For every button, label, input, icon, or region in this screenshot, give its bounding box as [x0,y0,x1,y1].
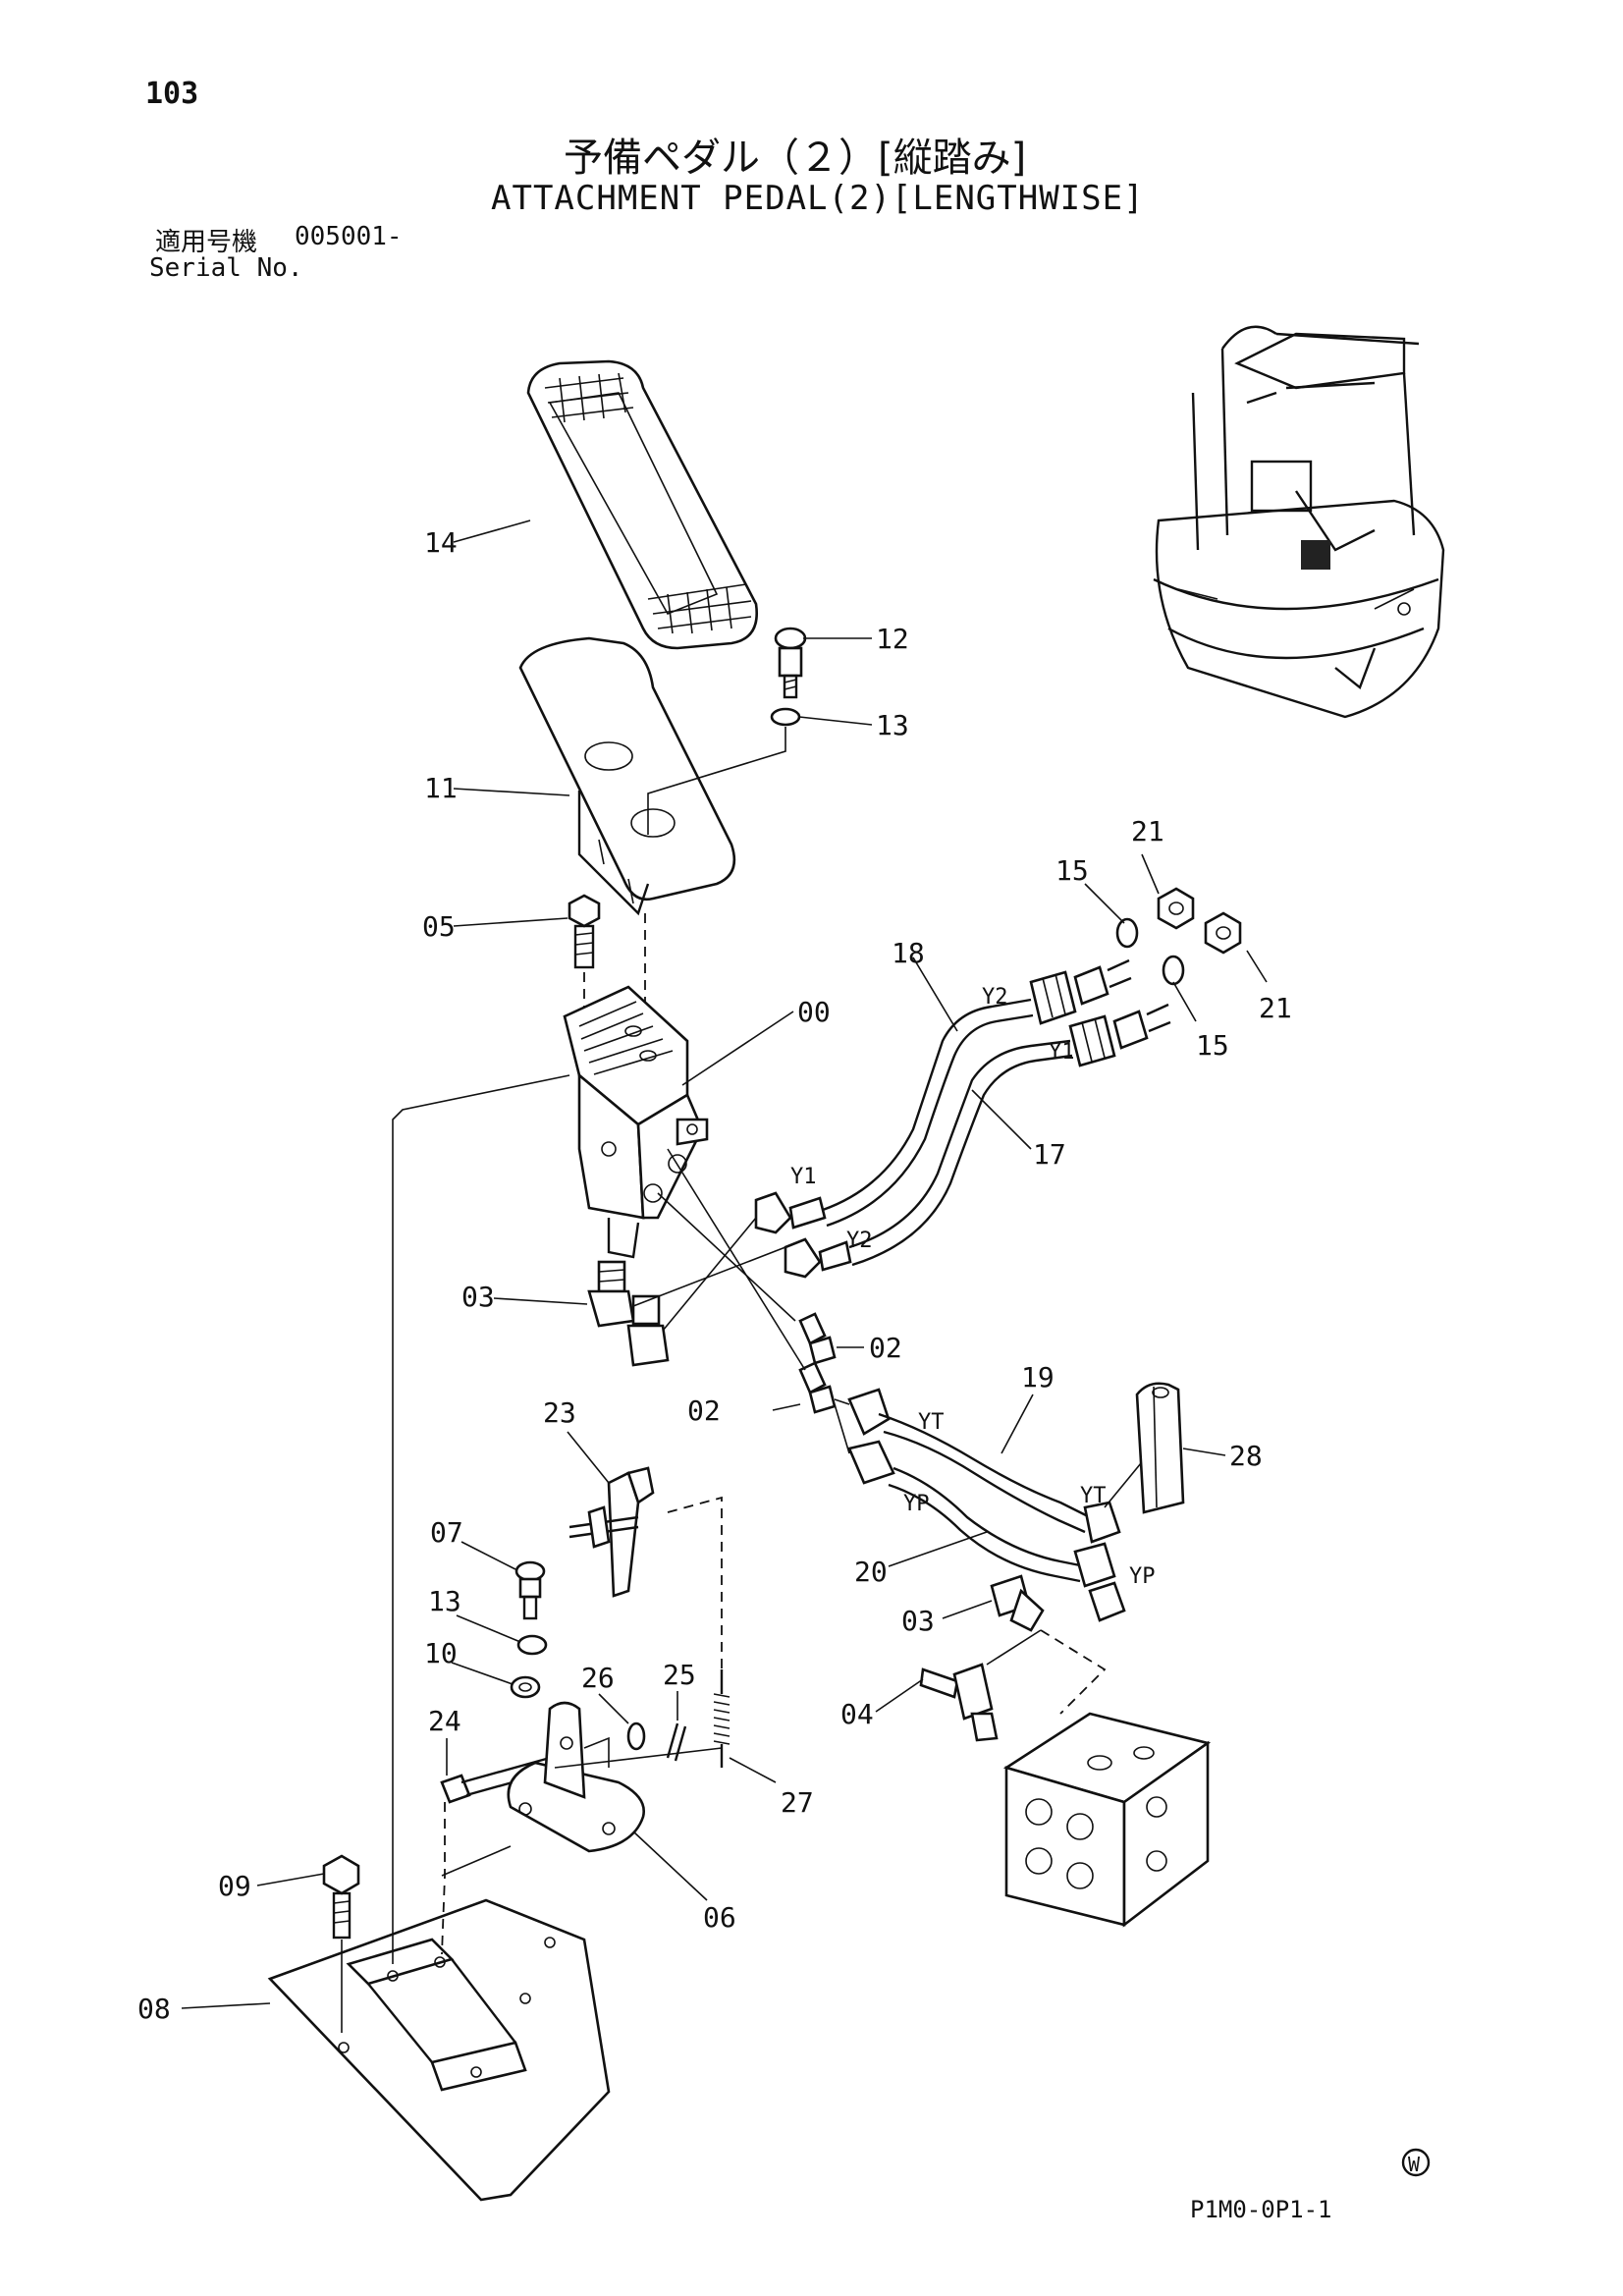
port-label-yt-upper: YT [918,1410,945,1435]
callout-02-lower: 02 [687,1394,721,1427]
callout-27: 27 [781,1786,814,1819]
page-number: 103 [145,77,199,111]
callout-15-lower: 15 [1196,1029,1229,1062]
part-09-bolt [322,1854,360,1940]
part-10-washer [510,1675,541,1699]
callout-04: 04 [840,1698,874,1730]
callout-24: 24 [428,1705,461,1737]
callout-13-upper: 13 [876,709,909,741]
part-03-elbow-upper [587,1260,670,1367]
callout-05: 05 [422,910,456,943]
part-13-washer-upper [770,707,801,727]
part-05-bolt [568,894,601,969]
page-title-english: ATTACHMENT PEDAL(2)[LENGTHWISE] [491,179,1145,218]
control-valve-block [1002,1712,1212,1928]
part-03-elbow-lower [990,1574,1045,1632]
callout-23: 23 [543,1396,576,1429]
callout-labels: 14 12 13 11 05 00 21 15 18 21 15 17 03 0… [137,526,1292,2025]
port-label-y1-upper: Y1 [1049,1040,1075,1065]
callout-19: 19 [1021,1361,1055,1394]
callout-15-upper: 15 [1055,854,1089,887]
serial-number-value: 005001- [295,222,403,251]
excavator-thumbnail [1153,325,1445,719]
page-title-japanese: 予備ペダル（２）[縦踏み] [564,136,1027,181]
part-21-nut-lower [1204,911,1242,955]
callout-13-lower: 13 [428,1585,461,1617]
drawing-code: P1M0-0P1-1 [1190,2196,1332,2223]
callout-00: 00 [797,996,831,1028]
part-26-clip [626,1722,646,1751]
callout-03-upper: 03 [461,1281,495,1313]
part-17-hose [848,1039,1073,1267]
circled-w-letter: W [1408,2153,1421,2176]
port-label-y2-lower: Y2 [846,1229,873,1253]
part-06-mount-bracket [507,1701,645,1853]
callout-25: 25 [663,1659,696,1691]
part-07-bolt [514,1560,546,1620]
part-19-hose [847,1388,1121,1544]
hose-fitting-y1-lower [754,1191,827,1234]
callout-10: 10 [424,1637,458,1669]
part-18-hose [822,998,1034,1228]
hose-fitting-y2-upper [1029,958,1132,1025]
part-08-base-plate [267,1898,611,2202]
part-00-pilot-valve [563,985,709,1259]
callout-09: 09 [218,1870,251,1902]
callout-28: 28 [1229,1440,1263,1472]
circled-w-mark: W [1401,2148,1431,2177]
part-15-oring-upper [1115,917,1139,949]
part-11-pedal-plate [518,636,736,916]
callout-12: 12 [876,623,909,655]
callout-07: 07 [430,1516,463,1549]
port-label-yp-upper: YP [903,1492,930,1516]
hose-fitting-yp-lower [1088,1581,1126,1622]
part-27-spring [713,1669,730,1768]
callout-14: 14 [424,526,458,559]
hose-fitting-y1-upper [1068,1003,1171,1067]
part-02-connector-lower [798,1361,837,1414]
leader-lines [181,519,1268,2009]
part-13-washer-lower [516,1634,548,1656]
callout-03-lower: 03 [901,1605,935,1637]
callout-08: 08 [137,1993,171,2025]
callout-11: 11 [424,772,458,804]
callout-21-lower: 21 [1259,992,1292,1024]
port-label-yp-lower: YP [1129,1564,1156,1589]
part-28-clamp [1135,1382,1185,1514]
part-14-pedal-pad [526,359,759,650]
callout-02-upper: 02 [869,1332,902,1364]
part-12-bolt [774,627,807,699]
callout-20: 20 [854,1556,888,1588]
serial-label-english: Serial No. [149,253,303,283]
port-label-y2-upper: Y2 [982,985,1008,1010]
part-20-hose [847,1440,1116,1588]
port-label-y1-lower: Y1 [790,1165,817,1189]
callout-18: 18 [892,937,925,969]
part-21-nut-upper [1157,887,1195,930]
part-15-oring-lower [1162,955,1185,986]
callout-17: 17 [1033,1138,1066,1171]
callout-26: 26 [581,1662,615,1694]
part-02-connector-upper [798,1312,837,1365]
part-25-pin [666,1722,687,1762]
callout-06: 06 [703,1901,736,1934]
hose-fitting-y2-lower [784,1237,852,1279]
part-04-tee-fitting [919,1629,1042,1742]
port-label-yt-lower: YT [1080,1484,1107,1508]
serial-label-japanese: 適用号機 [155,228,258,257]
callout-21-upper: 21 [1131,815,1164,847]
port-labels: Y2 Y1 Y1 Y2 YT YP YT YP [790,985,1156,1589]
part-23-bracket [568,1466,655,1598]
